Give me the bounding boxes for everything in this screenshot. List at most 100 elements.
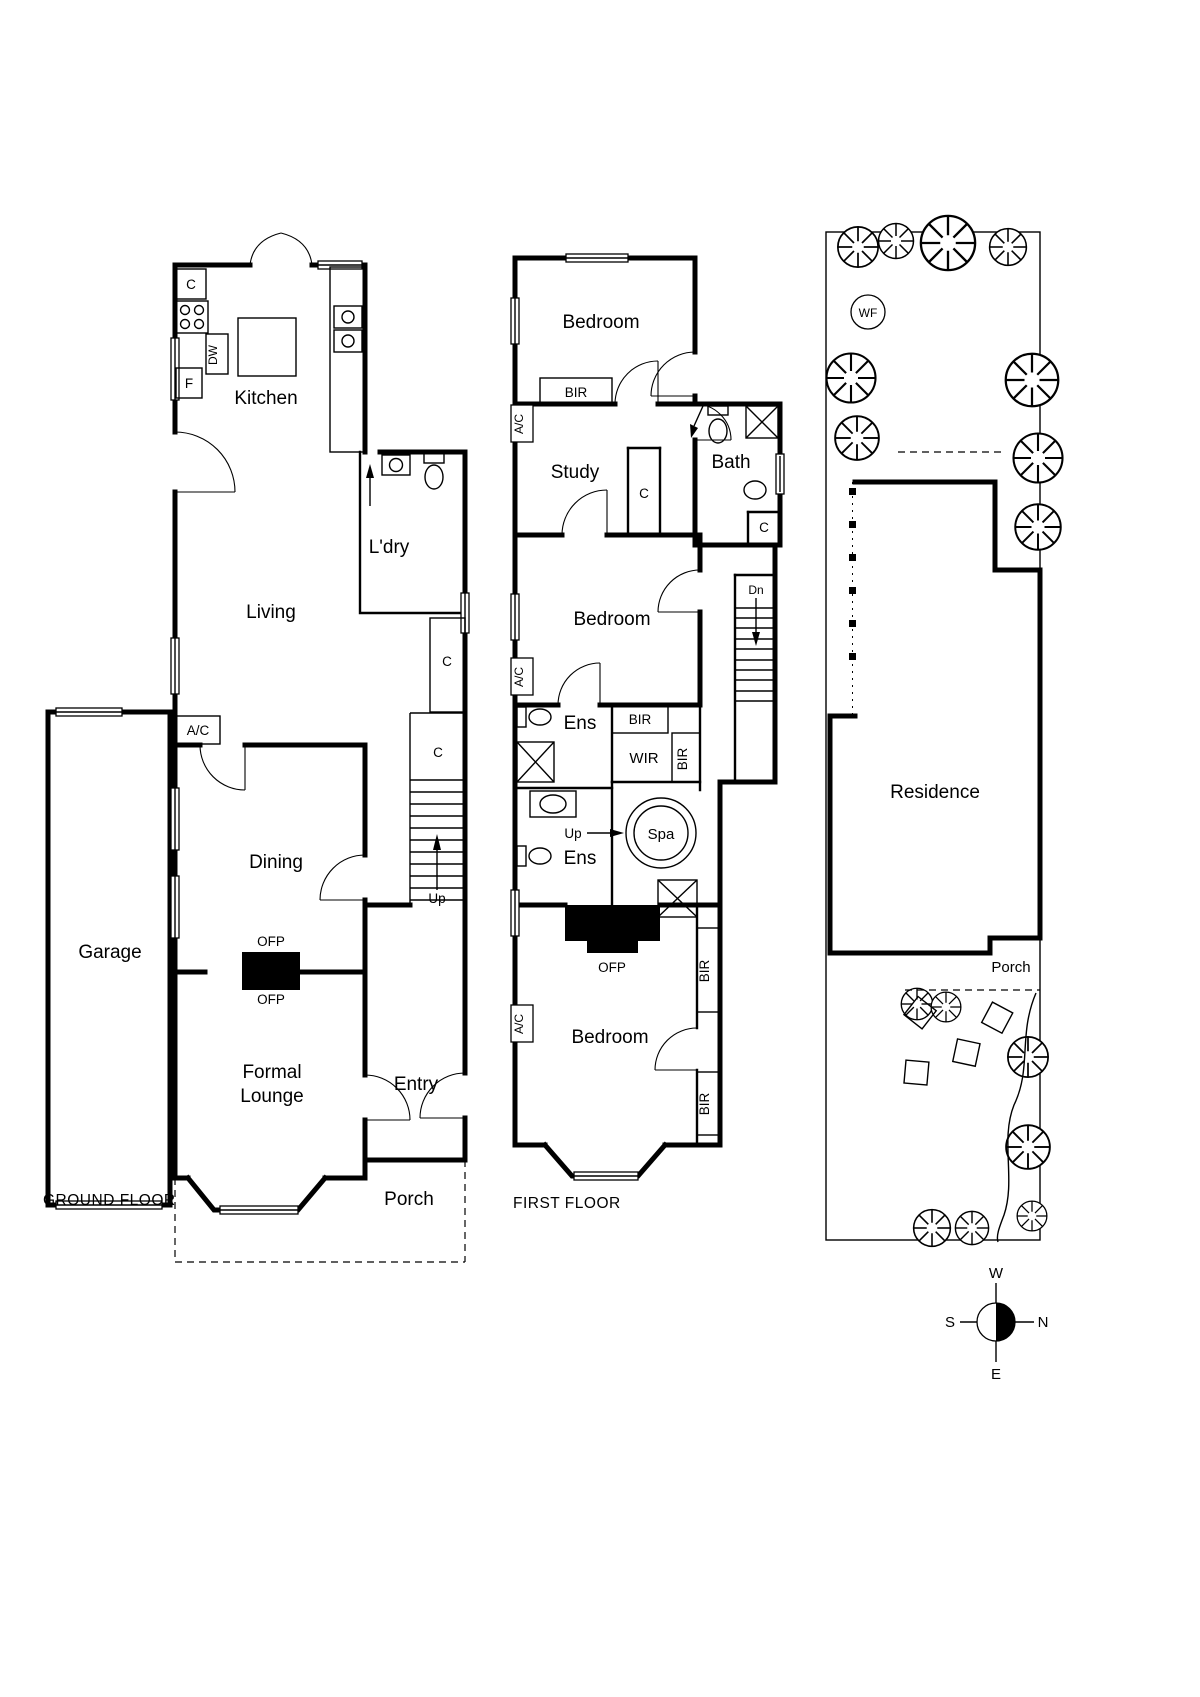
- tree-icon: [1007, 1036, 1049, 1078]
- toilet-icon: [516, 706, 552, 728]
- ground-floor-windows: [55, 260, 470, 1215]
- window: [775, 453, 785, 495]
- bir-closet-lower1: [696, 927, 721, 1013]
- shower-icon: [745, 405, 779, 439]
- laundry-arrow-icon: [366, 464, 374, 506]
- ground-floor-doors: [174, 232, 466, 1121]
- porch-outline: [174, 1160, 466, 1263]
- label-bir-lower1: BIR: [697, 960, 712, 983]
- room-label-entry: Entry: [394, 1074, 439, 1095]
- stove-icon: [175, 300, 209, 334]
- site-trees: [825, 214, 1064, 1248]
- tree-icon: [877, 222, 915, 260]
- bay-window: [219, 1205, 299, 1215]
- first-floor-stairs: [735, 598, 775, 702]
- tree-icon: [834, 415, 880, 461]
- fridge-icon: [175, 367, 203, 399]
- rear-garden: [902, 989, 1040, 1243]
- label-ac-mid: A/C: [512, 667, 526, 687]
- tree-icon: [837, 226, 879, 268]
- room-label-porch: Porch: [384, 1189, 434, 1210]
- fireplace: [242, 952, 300, 990]
- tree-icon: [825, 352, 877, 404]
- window: [170, 637, 180, 695]
- bir-closet-mid: [611, 704, 669, 734]
- compass-north: N: [1038, 1314, 1049, 1331]
- label-dishwasher: DW: [206, 344, 220, 365]
- window: [317, 260, 363, 270]
- kitchen-counter: [329, 266, 366, 453]
- room-label-formal-2: Lounge: [240, 1086, 303, 1107]
- vanity-icon: [529, 790, 577, 818]
- label-dn: Dn: [748, 583, 763, 597]
- room-label-laundry: L'dry: [369, 537, 410, 558]
- label-bir-top: BIR: [565, 385, 588, 400]
- pantry-closet: [175, 268, 207, 300]
- window: [510, 297, 520, 345]
- room-label-ens-lower: Ens: [564, 848, 597, 869]
- bir-closet-top: [539, 377, 613, 405]
- label-ac: A/C: [187, 723, 210, 738]
- label-ofp: OFP: [598, 960, 626, 975]
- label-closet-bath: C: [759, 520, 769, 535]
- garage-door: [55, 1200, 163, 1210]
- tree-icon: [1016, 1200, 1048, 1232]
- toilet-icon: [423, 452, 445, 490]
- label-bir-lower2: BIR: [697, 1093, 712, 1116]
- label-ofp-lower: OFP: [257, 992, 285, 1007]
- tree-icon: [1014, 503, 1062, 551]
- room-label-residence: Residence: [890, 782, 980, 803]
- residence-outline: [827, 451, 1043, 956]
- ac-unit: [175, 715, 221, 745]
- room-label-bedroom-top: Bedroom: [562, 312, 639, 333]
- room-label-ens-upper: Ens: [564, 713, 597, 734]
- tree-icon: [1005, 1124, 1051, 1170]
- window: [55, 707, 123, 717]
- tree-icon: [954, 1210, 990, 1246]
- compass-west: W: [989, 1265, 1004, 1282]
- ground-floor-title: GROUND FLOOR: [43, 1192, 176, 1209]
- room-label-formal-1: Formal: [242, 1062, 301, 1083]
- bir-closet-lower2: [696, 1071, 721, 1136]
- shower-icon: [657, 879, 698, 918]
- garden-path: [996, 992, 1037, 1243]
- compass-east: E: [991, 1366, 1001, 1383]
- label-wf: WF: [859, 306, 878, 320]
- tree-icon: [1004, 352, 1060, 408]
- spa-icon: [625, 797, 697, 869]
- bay-window: [573, 1171, 639, 1181]
- first-floor-plan: Bedroom BIR A/C Study C Bath C Dn Bedroo…: [510, 253, 785, 1212]
- label-ac-bottom: A/C: [512, 1014, 526, 1034]
- label-ac-top: A/C: [512, 414, 526, 434]
- tree-icon: [1012, 432, 1064, 484]
- room-label-study: Study: [551, 462, 600, 483]
- window: [170, 337, 180, 401]
- first-floor-title: FIRST FLOOR: [513, 1195, 621, 1212]
- room-label-wir: WIR: [629, 750, 658, 767]
- label-closet-study: C: [639, 486, 649, 501]
- site-plan: WF Residence Porch: [825, 214, 1064, 1248]
- dishwasher-icon: [205, 333, 229, 375]
- window: [510, 889, 520, 937]
- basin-icon: [381, 454, 411, 476]
- label-bir-mid: BIR: [629, 712, 652, 727]
- room-label-bedroom-mid: Bedroom: [573, 609, 650, 630]
- room-label-garage: Garage: [78, 942, 141, 963]
- hall-closet: [429, 617, 466, 713]
- window: [170, 875, 180, 939]
- label-bir-side: BIR: [675, 748, 690, 771]
- compass-icon: W S N E: [945, 1265, 1048, 1383]
- ac-unit: [510, 657, 534, 696]
- label-spa: Spa: [648, 826, 675, 843]
- ac-unit: [510, 404, 534, 443]
- room-label-site-porch: Porch: [991, 959, 1030, 976]
- room-label-living: Living: [246, 602, 296, 623]
- shower-icon: [516, 741, 555, 783]
- room-label-bath: Bath: [711, 452, 750, 473]
- tree-icon: [930, 991, 962, 1023]
- ac-unit: [510, 1004, 534, 1043]
- ground-floor-plan: C DW F Kitchen L'dry Living C A/C C Dini…: [43, 232, 470, 1263]
- compass-south: S: [945, 1314, 955, 1331]
